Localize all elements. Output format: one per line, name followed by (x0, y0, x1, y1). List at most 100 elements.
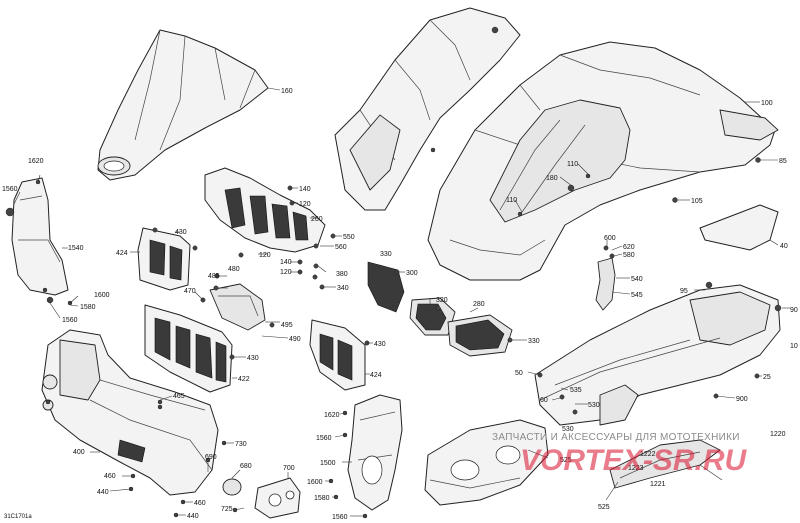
part-label: 560 (335, 244, 347, 251)
upper-side-panel-part (334, 7, 521, 211)
part-label: 900 (736, 396, 748, 403)
part-label: 95 (680, 288, 688, 295)
watermark-logo: VORTEX-SR.RU (520, 444, 747, 477)
part-label: 1600 (94, 292, 110, 299)
part-label: 330 (528, 338, 540, 345)
part-label: 100 (761, 100, 773, 107)
part-label: 85 (779, 158, 787, 165)
headlight-housing-part (254, 477, 301, 519)
part-label: 400 (73, 449, 85, 456)
part-label: 440 (97, 489, 109, 496)
left-side-panel-part (5, 177, 69, 304)
part-label: 1580 (314, 495, 330, 502)
part-label: 120 (299, 201, 311, 208)
part-label: 485 (208, 273, 220, 280)
part-label: 1560 (332, 514, 348, 521)
part-label: 60 (540, 397, 548, 404)
part-label: 1221 (650, 481, 666, 488)
part-label: 1560 (2, 186, 18, 193)
part-label: 430 (374, 341, 386, 348)
part-label: 530 (588, 402, 600, 409)
part-label: 280 (473, 301, 485, 308)
part-label: 495 (281, 322, 293, 329)
part-label: 120 (259, 252, 271, 259)
part-label: 1540 (68, 245, 84, 252)
part-label: 600 (604, 235, 616, 242)
part-label: 725 (221, 506, 233, 513)
fasteners (35, 157, 782, 519)
part-label: 320 (436, 297, 448, 304)
lower-grille-part (144, 304, 233, 393)
part-label: 422 (238, 376, 250, 383)
part-label: 470 (184, 288, 196, 295)
part-label: 1223 (628, 465, 644, 472)
watermark-tagline: ЗАПЧАСТИ И АКСЕССУАРЫ ДЛЯ МОТОТЕХНИКИ (492, 432, 740, 443)
part-label: 1220 (770, 431, 786, 438)
small-panel-part (699, 204, 779, 251)
part-label: 465 (173, 393, 185, 400)
part-label: 620 (623, 244, 635, 251)
part-label: 545 (631, 292, 643, 299)
part-label: 525 (598, 504, 610, 511)
leader-lines (13, 87, 790, 517)
part-label: 440 (187, 513, 199, 520)
part-label: 1620 (28, 158, 44, 165)
part-label: 40 (780, 243, 788, 250)
part-label: 1222 (640, 451, 656, 458)
part-label: 1620 (324, 412, 340, 419)
part-label: 1560 (316, 435, 332, 442)
part-label: 424 (116, 250, 128, 257)
part-label: 580 (623, 252, 635, 259)
part-label: 10 (790, 343, 798, 350)
part-label: 700 (283, 465, 295, 472)
part-label: 340 (337, 285, 349, 292)
diagram-code: 31C1701a (4, 514, 32, 520)
part-number-labels: 160 100 85 110 180 110 105 140 120 260 5… (2, 88, 798, 521)
part-label: 300 (406, 270, 418, 277)
round-cap-part (222, 478, 242, 496)
part-label: 540 (631, 276, 643, 283)
right-mesh-grille-part (409, 297, 513, 357)
bracket-540-part (595, 257, 616, 311)
part-label: 480 (228, 266, 240, 273)
headlight-cover-part (424, 419, 549, 506)
part-label: 1580 (80, 304, 96, 311)
part-label: 120 (280, 269, 292, 276)
part-label: 460 (104, 473, 116, 480)
part-label: 380 (336, 271, 348, 278)
right-fender-part (534, 284, 781, 426)
part-label: 1560 (62, 317, 78, 324)
part-label: 110 (506, 197, 517, 204)
headlight-bracket-part (204, 167, 326, 253)
part-label: 25 (763, 374, 771, 381)
part-label: 424 (370, 372, 382, 379)
mesh-screen-part (367, 261, 405, 313)
part-label: 535 (570, 387, 582, 394)
part-label: 430 (175, 229, 187, 236)
part-label: 160 (281, 88, 293, 95)
front-fairing-part (97, 29, 269, 181)
part-label: 525 (560, 457, 572, 464)
left-grille-bracket-part (137, 227, 191, 291)
part-label: 530 (562, 426, 574, 433)
part-label: 330 (380, 251, 392, 258)
front-lower-panel-part (41, 329, 219, 496)
small-bracket-part (209, 283, 266, 331)
part-label: 140 (299, 186, 311, 193)
part-label: 690 (205, 454, 217, 461)
hood-part (427, 41, 779, 281)
part-label: 50 (515, 370, 523, 377)
part-label: 460 (194, 500, 206, 507)
part-label: 550 (343, 234, 355, 241)
part-label: 105 (691, 198, 703, 205)
part-label: 680 (240, 463, 252, 470)
part-label: 260 (311, 216, 323, 223)
part-label: 730 (235, 441, 247, 448)
part-label: 90 (790, 307, 798, 314)
part-label: 140 (280, 259, 292, 266)
part-label: 110 (567, 161, 578, 168)
part-label: 490 (289, 336, 301, 343)
right-side-panel-part (347, 394, 403, 511)
part-label: 1500 (320, 460, 336, 467)
